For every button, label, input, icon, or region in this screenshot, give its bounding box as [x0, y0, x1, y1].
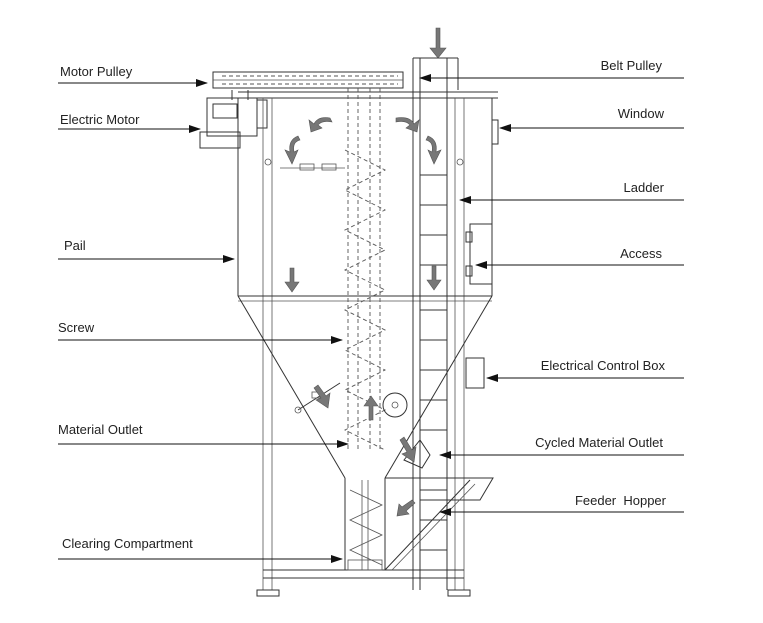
label-feeder-hopper: Feeder Hopper [575, 493, 667, 508]
access-shape [465, 223, 493, 285]
label-pail: Pail [64, 238, 86, 253]
label-access: Access [620, 246, 662, 261]
flow-arrows [284, 27, 447, 517]
motor-pulley-shape [212, 71, 404, 89]
callout-material-outlet: Material Outlet [58, 422, 349, 448]
callout-cycled-material-outlet: Cycled Material Outlet [439, 435, 684, 459]
label-motor-pulley: Motor Pulley [60, 64, 133, 79]
callout-feeder-hopper: Feeder Hopper [439, 493, 684, 516]
label-cycled-material-outlet: Cycled Material Outlet [535, 435, 663, 450]
callout-pail: Pail [58, 238, 235, 263]
left-labels: Motor Pulley Electric Motor Pail Screw M… [58, 64, 349, 563]
callout-window: Window [499, 106, 684, 132]
label-screw: Screw [58, 320, 95, 335]
mixer-machine [199, 27, 499, 597]
label-electrical-control-box: Electrical Control Box [541, 358, 666, 373]
right-labels: Belt Pulley Window Ladder Access Electri… [419, 58, 684, 516]
feeder-hopper-shape [384, 477, 494, 571]
window-shape [491, 119, 499, 145]
clearing-compartment-shape [347, 559, 383, 571]
callout-access: Access [475, 246, 684, 269]
electrical-control-box-shape [465, 357, 485, 389]
cycled-material-outlet-shape [382, 392, 431, 469]
label-clearing-compartment: Clearing Compartment [62, 536, 193, 551]
label-material-outlet: Material Outlet [58, 422, 143, 437]
label-window: Window [618, 106, 665, 121]
callout-electric-motor: Electric Motor [58, 112, 201, 133]
label-ladder: Ladder [624, 180, 665, 195]
belt-pulley-shape [412, 57, 459, 590]
ladder-shape [420, 174, 447, 551]
label-electric-motor: Electric Motor [60, 112, 140, 127]
electric-motor-shape [199, 90, 268, 149]
label-belt-pulley: Belt Pulley [601, 58, 663, 73]
callout-clearing-compartment: Clearing Compartment [58, 536, 343, 563]
callout-ladder: Ladder [459, 180, 684, 204]
screw-shape [343, 88, 387, 570]
callout-motor-pulley: Motor Pulley [58, 64, 208, 87]
callout-belt-pulley: Belt Pulley [419, 58, 684, 82]
callout-electrical-control-box: Electrical Control Box [486, 358, 684, 382]
callout-screw: Screw [58, 320, 343, 344]
